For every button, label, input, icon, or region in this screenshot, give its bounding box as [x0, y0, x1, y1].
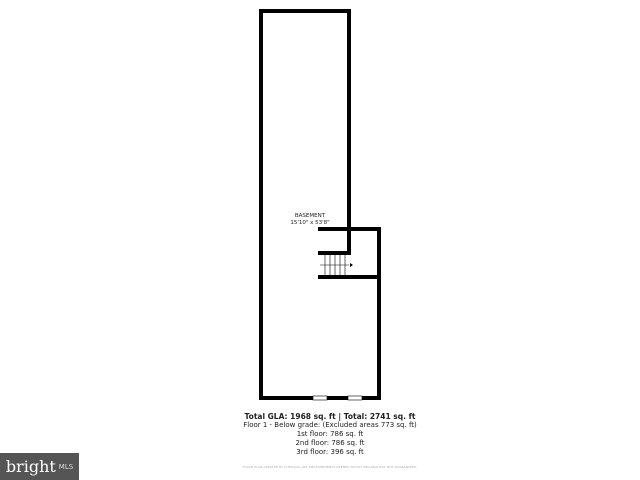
first-floor-area: 1st floor: 786 sq. ft: [296, 430, 364, 438]
disclaimer: FLOOR PLAN CREATED BY CUBICASA APP. MEAS…: [242, 465, 418, 469]
floor1-area: Floor 1 - Below grade: (Excluded areas 7…: [243, 421, 417, 429]
stair-enclosure-wall: [318, 227, 351, 255]
windows: [312, 395, 363, 401]
second-floor-area: 2nd floor: 786 sq. ft: [295, 439, 365, 447]
stair-arrow-icon: [350, 263, 353, 267]
stairs: [320, 255, 349, 275]
logo-suffix: MLS: [58, 462, 74, 471]
room-dimensions: 15'10" x 53'8": [290, 220, 330, 226]
room-name: BASEMENT: [294, 213, 326, 219]
total-area: Total GLA: 1968 sq. ft | Total: 2741 sq.…: [244, 412, 416, 421]
outer-wall: [259, 9, 381, 400]
walls: [259, 9, 381, 400]
logo-brand: bright: [5, 457, 56, 476]
third-floor-area: 3rd floor: 396 sq. ft: [296, 448, 364, 456]
bright-mls-logo: bright MLS: [0, 453, 79, 480]
